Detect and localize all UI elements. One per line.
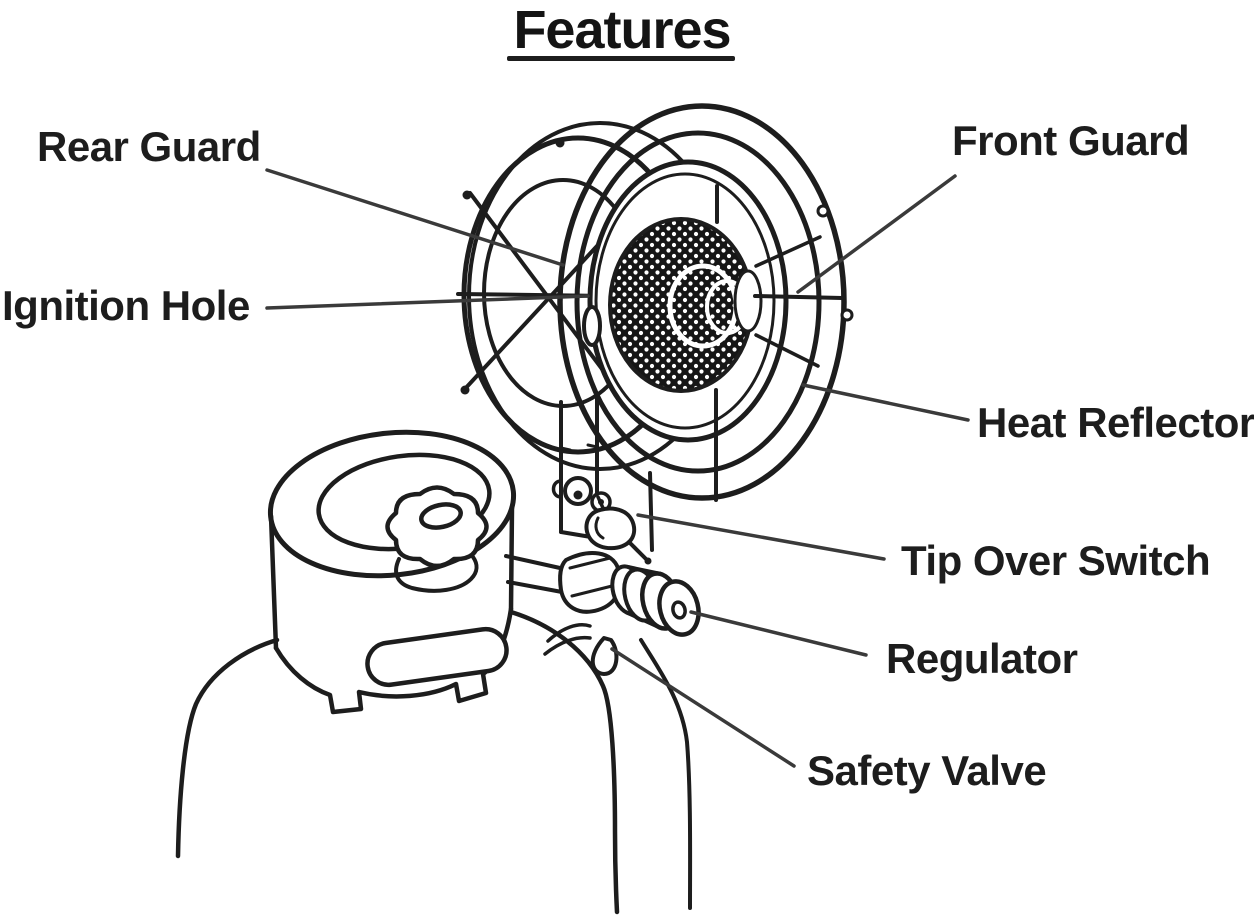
callout-regulator: Regulator: [886, 635, 1078, 682]
leader-ignition-hole: [265, 294, 590, 310]
rear-guard-cage: [456, 121, 733, 471]
ignition-hole-opening: [582, 305, 602, 347]
title-underline: [507, 56, 735, 61]
safety-valve-part: [543, 623, 619, 676]
callout-ignition-hole: Ignition Hole: [2, 282, 250, 329]
tip-over-switch-part: [584, 495, 652, 565]
handle-cutout: [365, 626, 509, 688]
callout-tip-over-switch: Tip Over Switch: [901, 537, 1211, 584]
regulator-part: [504, 551, 701, 637]
leader-front-guard: [796, 174, 957, 294]
front-guard-rings: [557, 103, 854, 552]
callout-front-guard: Front Guard: [952, 117, 1190, 164]
callout-heat-reflector: Heat Reflector: [977, 399, 1254, 446]
leader-tip-over-switch: [636, 513, 886, 561]
callout-rear-guard: Rear Guard: [37, 123, 261, 170]
leader-regulator: [689, 610, 868, 657]
tank-body: [175, 609, 693, 915]
control-knob: [385, 485, 489, 593]
page-title: Features: [513, 0, 731, 60]
leader-lines: [265, 168, 970, 768]
callout-safety-valve: Safety Valve: [807, 747, 1047, 794]
leader-heat-reflector: [801, 383, 970, 422]
leader-rear-guard: [265, 168, 565, 267]
leader-safety-valve: [610, 647, 796, 768]
burner-mesh: [608, 217, 763, 393]
